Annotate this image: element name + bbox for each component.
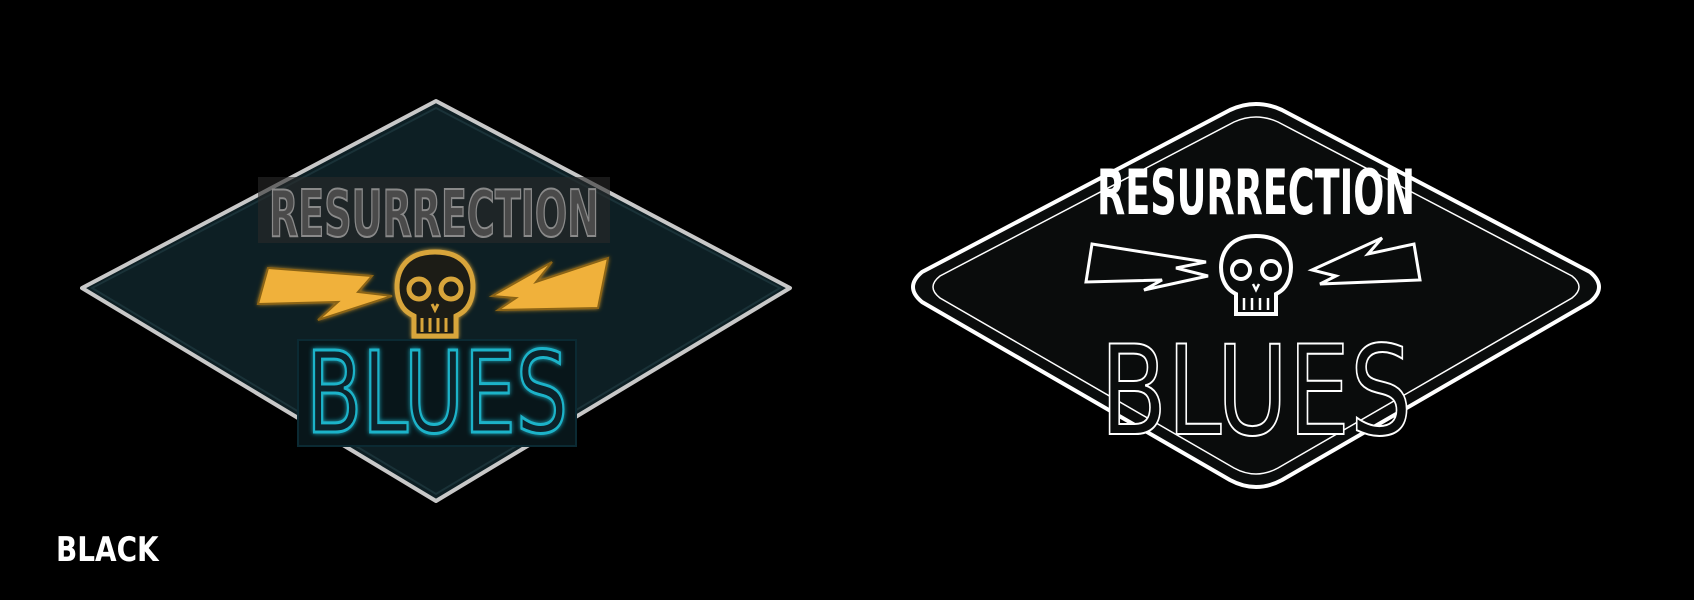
blues-wordmark: BLUES	[306, 329, 568, 459]
neon-logo: RESURRECTION BLUES	[80, 99, 792, 503]
line-logo: RESURRECTION BLUES	[911, 102, 1601, 489]
skull-icon	[394, 249, 476, 339]
resurrection-wordmark-white: RESURRECTION	[1097, 156, 1415, 229]
right-lightning-bolt-outline-icon	[1307, 236, 1422, 286]
resurrection-wordmark: RESURRECTION	[269, 178, 599, 252]
variant-caption: BLACK	[56, 530, 159, 570]
left-lightning-bolt-icon	[256, 266, 393, 321]
skull-outline-icon	[1219, 233, 1293, 316]
right-lightning-bolt-icon	[488, 256, 610, 312]
left-lightning-bolt-outline-icon	[1084, 242, 1209, 292]
blues-wordmark-outline: BLUES	[1100, 320, 1412, 464]
